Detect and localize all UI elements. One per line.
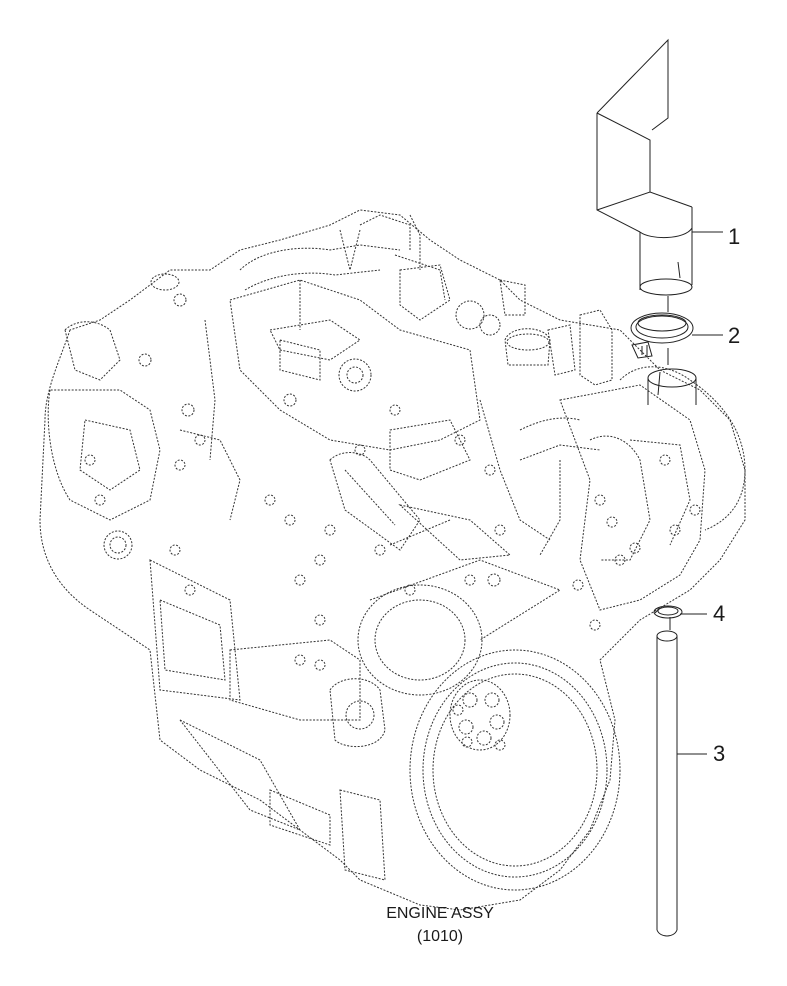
callout-2: 2 <box>728 323 741 348</box>
part-2-hose-clamp <box>630 312 694 359</box>
caption-title: ENGINE ASSY <box>386 905 494 922</box>
callout-3: 3 <box>713 741 726 766</box>
engine-assembly <box>39 209 746 911</box>
part-3-breather-hose <box>656 630 678 937</box>
intake-stub-pipe <box>647 368 697 405</box>
part-1-intake-elbow <box>596 38 693 296</box>
callout-1: 1 <box>728 224 741 249</box>
caption-code: (1010) <box>416 928 464 945</box>
part-4-small-clamp <box>653 605 683 619</box>
callout-leader-lines <box>667 231 723 755</box>
callout-4: 4 <box>713 601 726 626</box>
